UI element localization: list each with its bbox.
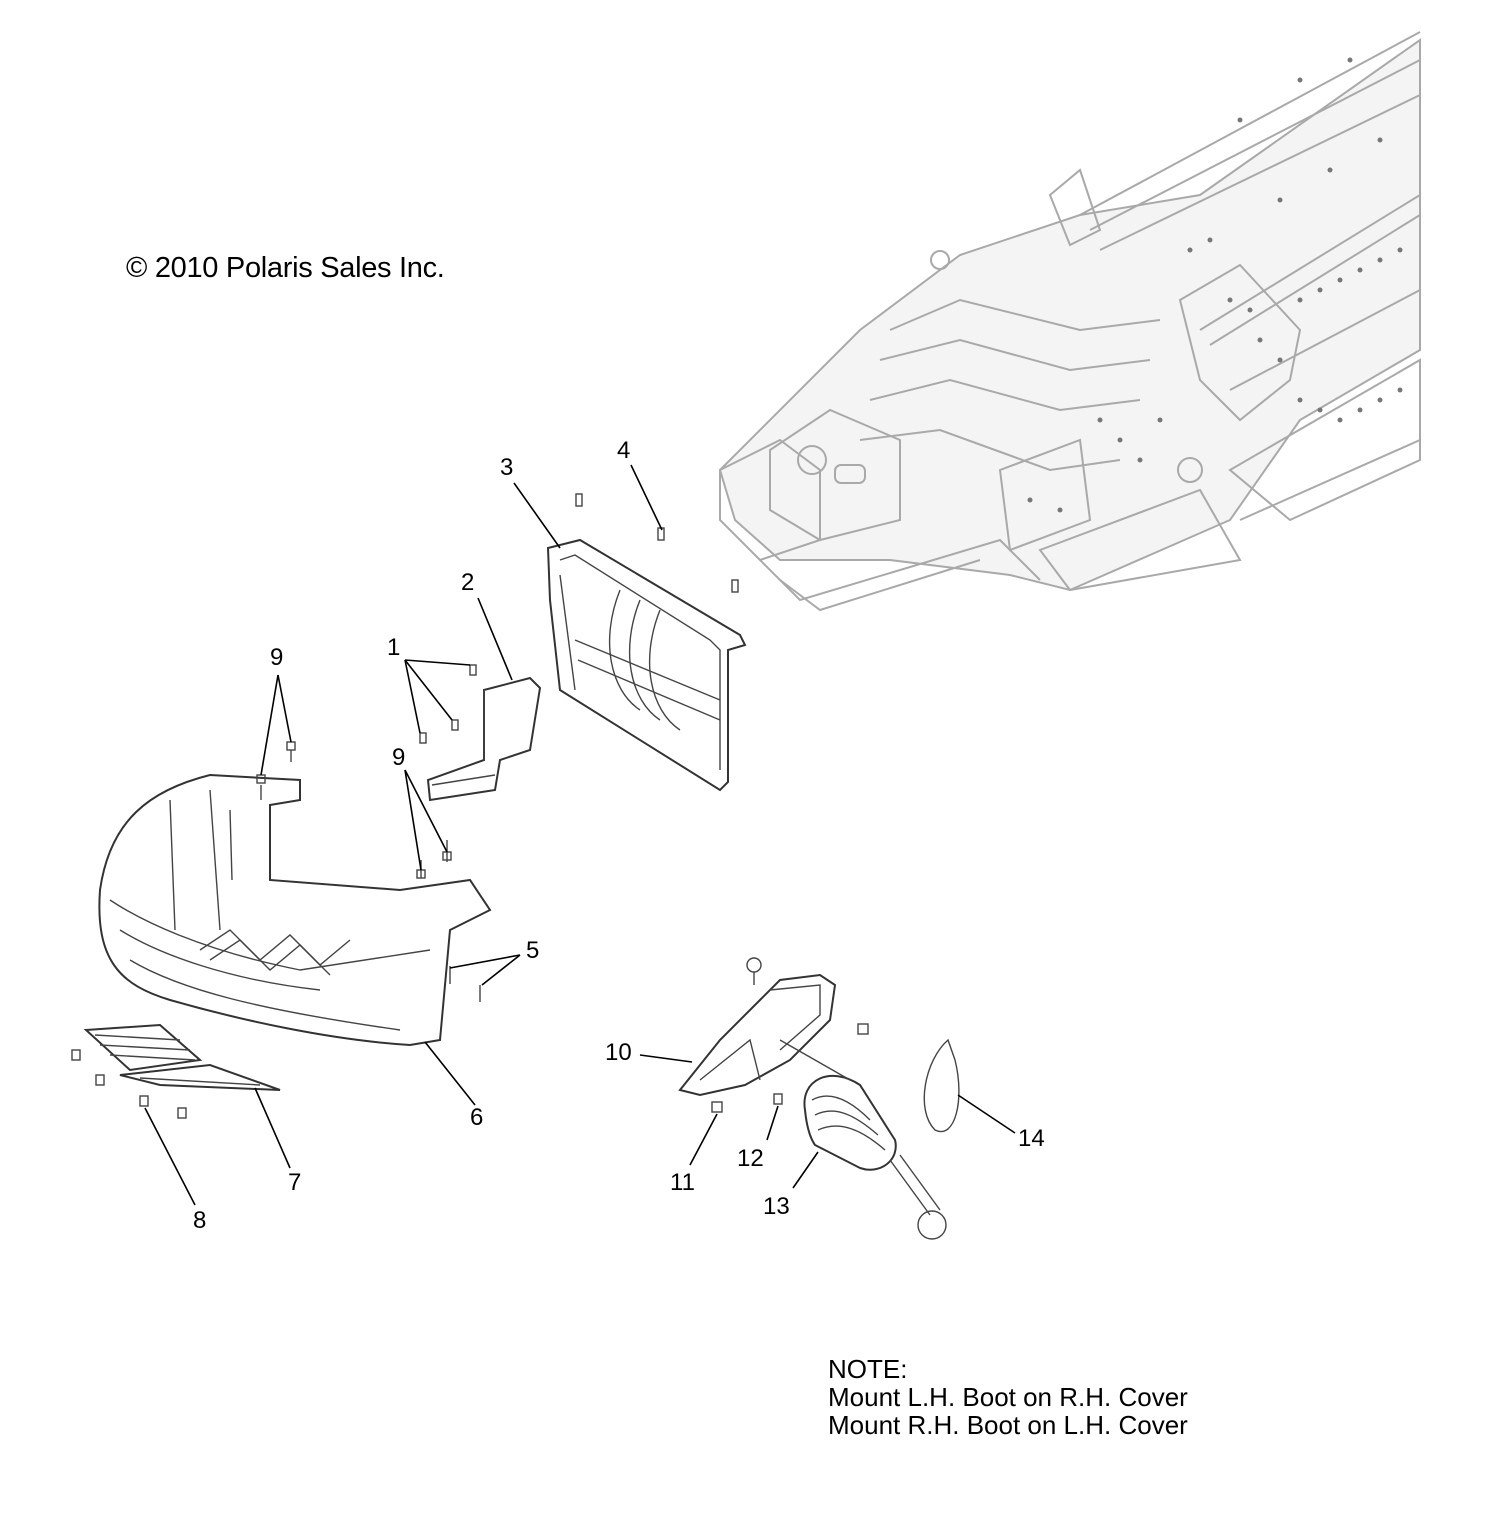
callout-5: 5 xyxy=(526,937,539,964)
callout-9-upper: 9 xyxy=(270,644,283,671)
callout-8: 8 xyxy=(193,1207,206,1234)
callout-labels: 1 2 3 4 5 6 7 8 9 9 10 11 12 13 14 xyxy=(193,437,1045,1234)
callout-10: 10 xyxy=(605,1039,632,1066)
copyright-text: © 2010 Polaris Sales Inc. xyxy=(126,252,445,284)
part-10-cover xyxy=(678,973,837,1097)
leader-lines xyxy=(144,464,1016,1206)
callout-1: 1 xyxy=(387,634,400,661)
note-heading: NOTE: xyxy=(828,1354,908,1384)
callout-6: 6 xyxy=(470,1104,483,1131)
part-6-belly-pan xyxy=(98,773,492,1047)
part-7-grille xyxy=(83,1023,281,1091)
callout-9-lower: 9 xyxy=(392,744,405,771)
callout-11: 11 xyxy=(670,1169,695,1196)
callout-12: 12 xyxy=(737,1145,764,1172)
callout-2: 2 xyxy=(461,569,474,596)
callout-3: 3 xyxy=(500,454,513,481)
callout-13: 13 xyxy=(763,1193,790,1220)
chassis-frame xyxy=(718,31,1421,612)
callout-7: 7 xyxy=(288,1169,301,1196)
callout-14: 14 xyxy=(1018,1125,1045,1152)
note-line-1: Mount L.H. Boot on R.H. Cover xyxy=(828,1382,1188,1412)
part-2-bracket xyxy=(426,676,542,802)
part-3-panel xyxy=(546,538,747,792)
part-14-clamp xyxy=(923,1038,960,1133)
note-line-2: Mount R.H. Boot on L.H. Cover xyxy=(828,1410,1188,1440)
part-13-boot xyxy=(779,1039,947,1240)
mounting-note: NOTE: Mount L.H. Boot on R.H. Cover Moun… xyxy=(828,1355,1188,1439)
callout-4: 4 xyxy=(617,437,630,464)
